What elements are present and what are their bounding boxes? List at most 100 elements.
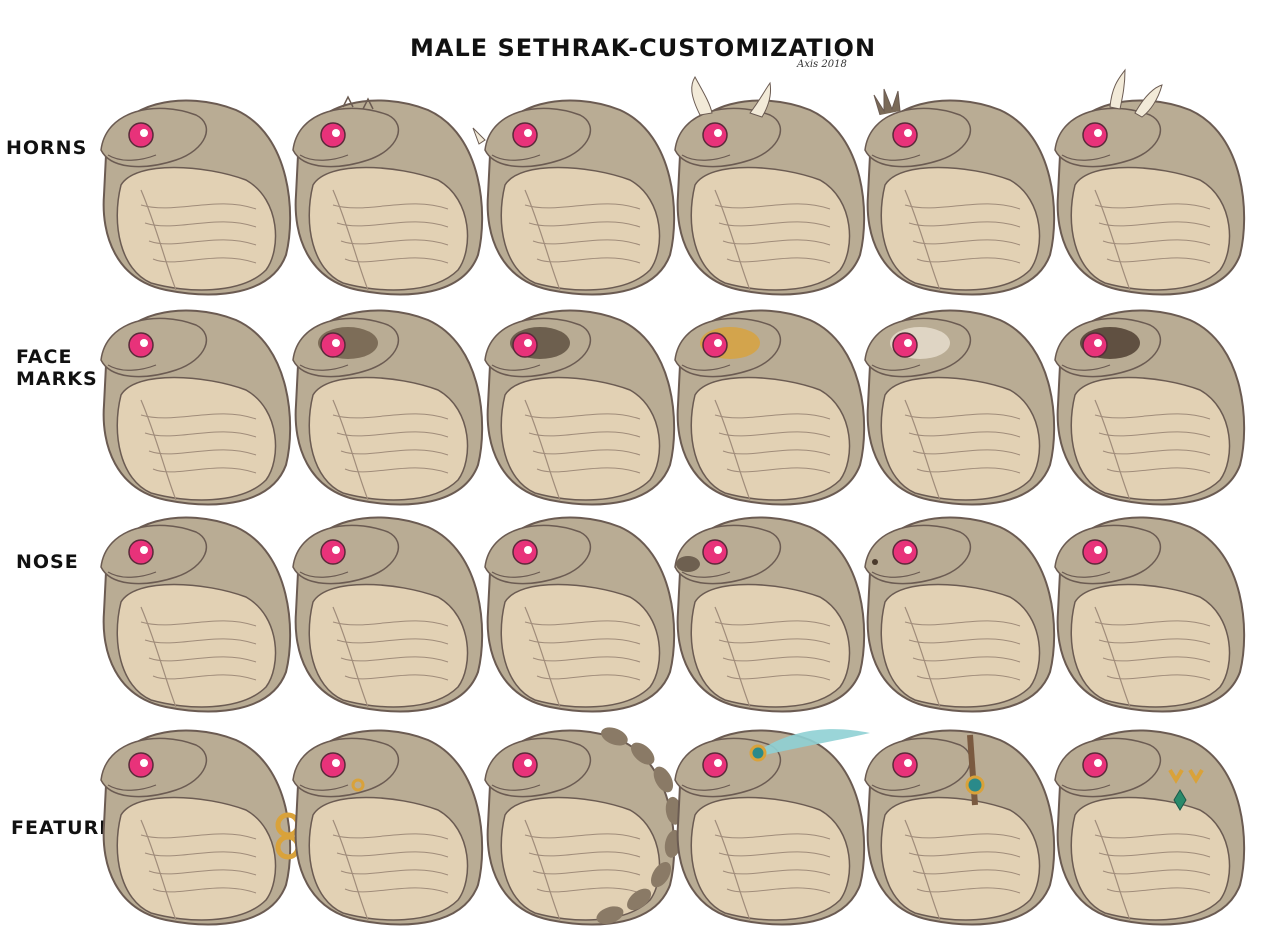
sethrak-back-rings	[100, 729, 301, 926]
belly-scale-line	[1098, 431, 1211, 438]
mouth	[681, 784, 731, 791]
belly-scale-line	[144, 221, 257, 228]
belly-scale-line	[344, 257, 449, 264]
nostril	[872, 559, 878, 565]
belly-scale-line	[1098, 851, 1211, 858]
mouth	[1061, 571, 1111, 578]
belly	[500, 166, 661, 291]
belly-scale-line	[532, 656, 641, 663]
belly-scale-line	[1102, 239, 1211, 246]
belly	[690, 166, 851, 291]
feather-headdress	[760, 729, 870, 755]
belly	[308, 376, 469, 501]
belly-scale-line	[1098, 221, 1211, 228]
belly	[500, 583, 661, 708]
feather-spikes	[873, 88, 901, 116]
head	[674, 524, 782, 585]
belly-scale-line	[140, 620, 257, 627]
belly-fold	[1094, 819, 1131, 921]
eye-highlight	[332, 546, 340, 554]
back-spike	[601, 727, 628, 746]
nub-horns	[342, 95, 374, 110]
belly-fold	[524, 189, 561, 291]
belly-scale-line	[722, 449, 831, 456]
belly-scale-line	[524, 413, 641, 420]
belly-fold	[332, 189, 369, 291]
belly-scale-line	[1106, 257, 1211, 264]
belly-fold	[332, 606, 369, 708]
belly-scale-line	[904, 203, 1021, 210]
mouth	[299, 364, 349, 371]
belly-scale-line	[528, 221, 641, 228]
sethrak-gold-ring-mark	[674, 309, 866, 506]
belly-scale-line	[722, 239, 831, 246]
belly-fold	[1094, 606, 1131, 708]
belly-scale-line	[714, 203, 831, 210]
belly-scale-line	[152, 887, 257, 894]
gold-spikes	[1168, 768, 1204, 784]
belly-fold	[332, 399, 369, 501]
belly-scale-line	[1094, 413, 1211, 420]
mouth	[1061, 784, 1111, 791]
belly-scale-line	[722, 869, 831, 876]
belly-scale-line	[332, 620, 449, 627]
belly-scale-line	[1106, 887, 1211, 894]
tusk-horn	[472, 127, 486, 145]
belly-scale-line	[1098, 638, 1211, 645]
belly	[116, 166, 277, 291]
belly-scale-line	[536, 887, 641, 894]
belly-fold	[714, 189, 751, 291]
sethrak-dark-snout	[674, 516, 866, 713]
row-label-features: FEATURES	[11, 817, 128, 839]
belly-fold	[714, 606, 751, 708]
belly-fold	[714, 399, 751, 501]
head	[864, 107, 972, 168]
belly-fold	[140, 189, 177, 291]
eye-highlight	[1094, 129, 1102, 137]
eye-highlight	[904, 129, 912, 137]
belly-fold	[524, 399, 561, 501]
belly-scale-line	[144, 851, 257, 858]
head	[484, 524, 592, 585]
belly-fold	[524, 606, 561, 708]
mouth	[871, 154, 921, 161]
belly-scale-line	[336, 638, 449, 645]
eye-highlight	[524, 759, 532, 767]
mouth	[491, 784, 541, 791]
belly-fold	[1094, 399, 1131, 501]
belly-scale-line	[524, 203, 641, 210]
belly-scale-line	[1102, 449, 1211, 456]
belly-scale-line	[332, 203, 449, 210]
belly-scale-line	[726, 467, 831, 474]
mouth	[107, 364, 157, 371]
belly-scale-line	[336, 431, 449, 438]
belly-scale-line	[532, 869, 641, 876]
eye-highlight	[904, 759, 912, 767]
sethrak-none	[100, 309, 292, 506]
belly-scale-line	[336, 851, 449, 858]
belly-fold	[904, 606, 941, 708]
sethrak-narrow	[484, 516, 676, 713]
belly-scale-line	[912, 869, 1021, 876]
sethrak-feathery-spikes	[864, 88, 1056, 296]
belly-scale-line	[340, 449, 449, 456]
belly-scale-line	[908, 638, 1021, 645]
head	[292, 107, 400, 168]
eye-highlight	[524, 129, 532, 137]
sethrak-none	[100, 99, 292, 296]
head	[292, 737, 400, 798]
head	[484, 737, 592, 798]
belly-scale-line	[148, 239, 257, 246]
belly-scale-line	[344, 887, 449, 894]
mouth	[681, 571, 731, 578]
belly-scale-line	[148, 869, 257, 876]
belly-scale-line	[144, 638, 257, 645]
eye-highlight	[714, 339, 722, 347]
mouth	[491, 571, 541, 578]
belly	[1070, 166, 1231, 291]
belly-scale-line	[726, 257, 831, 264]
belly-scale-line	[536, 674, 641, 681]
belly-scale-line	[528, 851, 641, 858]
strap-amulet	[965, 775, 985, 795]
belly	[308, 796, 469, 921]
